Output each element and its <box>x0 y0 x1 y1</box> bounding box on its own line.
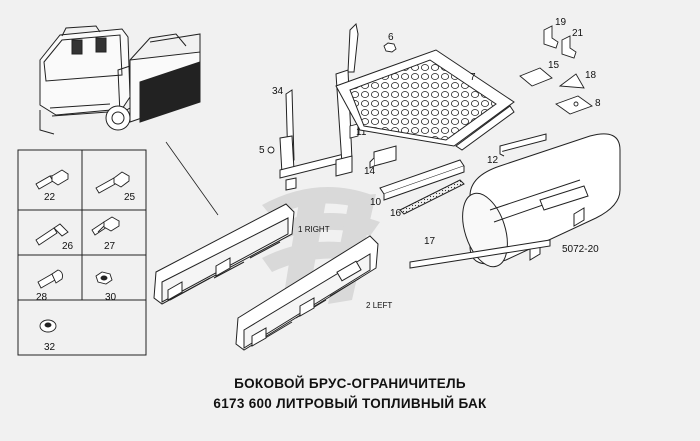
caption-subtitle: 6173 600 ЛИТРОВЫЙ ТОПЛИВНЫЙ БАК <box>213 396 487 411</box>
callout-14: 14 <box>364 166 376 177</box>
callout-15: 15 <box>548 60 560 71</box>
callout-34: 34 <box>272 86 284 97</box>
side-guard-left <box>235 235 379 351</box>
callout-12: 12 <box>487 155 499 166</box>
callout-17: 18 <box>585 70 597 81</box>
washer-5-icon <box>267 146 275 154</box>
rail-7 <box>379 159 465 201</box>
callout-18: 19 <box>555 17 567 28</box>
bolt-26-icon <box>35 223 69 246</box>
bolt-25-icon <box>95 171 130 194</box>
callout-32: 32 <box>44 342 56 353</box>
bracket-18-icon <box>543 25 559 49</box>
side-guard-right <box>153 203 295 305</box>
strap-16 <box>409 239 551 269</box>
fuel-tank <box>462 133 621 268</box>
plate-8-icon <box>555 95 593 115</box>
bracket-14 <box>369 145 397 169</box>
caption-title: БОКОВОЙ БРУС-ОГРАНИЧИТЕЛЬ <box>234 376 466 391</box>
callout-27: 27 <box>104 241 116 252</box>
bolt-22-icon <box>35 169 69 190</box>
callout-6: 6 <box>388 32 394 43</box>
callout-10: 7 <box>470 72 476 83</box>
truck-illustration <box>39 25 201 135</box>
cap-6-icon <box>383 42 397 53</box>
callout-28: 28 <box>36 292 48 303</box>
label-right: 1 RIGHT <box>298 225 330 234</box>
label-left: 2 LEFT <box>366 301 392 310</box>
callout-25: 25 <box>124 192 136 203</box>
leader-line <box>165 141 219 216</box>
callout-21: 16 <box>390 208 402 219</box>
bracket-19-icon <box>561 35 577 59</box>
callout-30: 30 <box>105 292 117 303</box>
rail-21 <box>399 179 465 215</box>
plate-15-icon <box>519 67 553 87</box>
callout-8: 8 <box>595 98 601 109</box>
callout-5: 5 <box>259 145 265 156</box>
strap-12 <box>499 133 547 157</box>
callout-11: 11 <box>356 127 367 138</box>
callout-26: 26 <box>62 241 74 252</box>
callout-19: 21 <box>572 28 584 39</box>
callout-16: 17 <box>424 236 436 247</box>
plate-17-icon <box>558 73 585 89</box>
nut-30-icon <box>95 271 113 285</box>
tank-reference: 5072-20 <box>562 244 599 255</box>
bracket-34 <box>279 89 345 191</box>
bolt-27-icon <box>91 216 120 236</box>
callout-7: 10 <box>370 197 382 208</box>
washer-32-icon <box>39 319 57 333</box>
clamp-11-icon <box>349 123 359 139</box>
bolt-28-icon <box>37 269 63 289</box>
callout-22: 22 <box>44 192 56 203</box>
step-plate-10 <box>335 49 515 151</box>
